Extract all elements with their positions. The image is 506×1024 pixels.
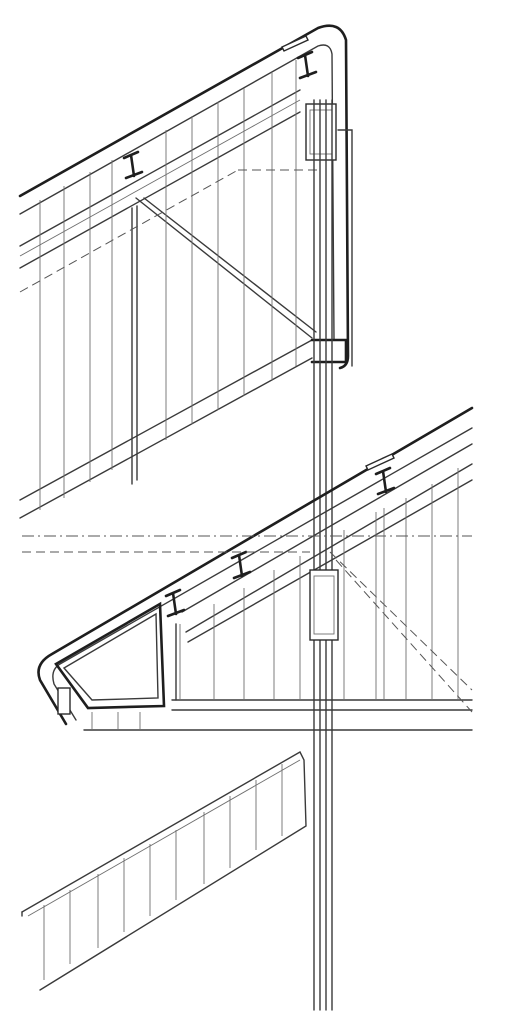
upper-roof-canopy bbox=[18, 24, 353, 519]
lower-cladding-ribs bbox=[91, 468, 459, 730]
lower-roof-canopy bbox=[22, 406, 474, 731]
lower-wall-panel bbox=[21, 751, 307, 991]
upper-purlins bbox=[122, 50, 318, 180]
wall-ribs bbox=[43, 764, 283, 980]
lower-purlins bbox=[164, 466, 396, 618]
upper-cladding-ribs bbox=[39, 60, 297, 510]
central-column bbox=[313, 99, 333, 1011]
